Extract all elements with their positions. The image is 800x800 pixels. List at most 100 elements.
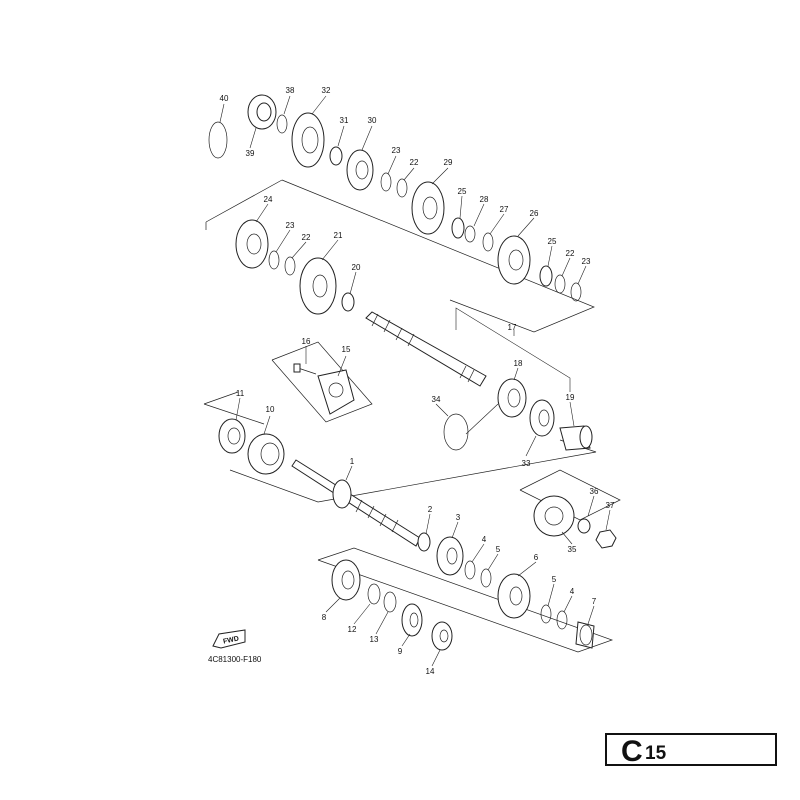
callout-2: 2 xyxy=(428,505,433,514)
callout-35: 35 xyxy=(568,545,577,554)
part-31-collar xyxy=(329,146,343,166)
part-22-circlip-mid xyxy=(284,256,296,276)
callout-34: 34 xyxy=(432,395,441,404)
part-8-gear xyxy=(331,559,361,601)
callout-4: 4 xyxy=(482,535,487,544)
page-letter: C xyxy=(621,735,643,768)
callout-5-right: 5 xyxy=(552,575,557,584)
part-13-circlip xyxy=(383,591,397,613)
part-11-bearing xyxy=(218,418,246,454)
callout-6: 6 xyxy=(534,553,539,562)
callout-5: 5 xyxy=(496,545,501,554)
part-36-washer xyxy=(577,518,591,534)
diagram-code: 4C81300-F180 xyxy=(208,655,262,664)
assembly-outline-lower xyxy=(317,547,614,653)
part-4-washer xyxy=(464,560,476,580)
part-23-washer xyxy=(570,282,582,302)
callout-19: 19 xyxy=(566,393,575,402)
fwd-label: FWD xyxy=(223,635,240,645)
part-5-circlip-right xyxy=(540,604,552,624)
callout-29: 29 xyxy=(444,158,453,167)
part-35-sprocket xyxy=(533,495,575,537)
callout-15: 15 xyxy=(342,345,351,354)
callout-18: 18 xyxy=(514,359,523,368)
callout-21: 21 xyxy=(334,231,343,240)
callout-20: 20 xyxy=(352,263,361,272)
callout-28: 28 xyxy=(480,195,489,204)
callout-23-upper: 23 xyxy=(392,146,401,155)
part-23-washer-mid xyxy=(268,250,280,270)
part-10-housing xyxy=(247,433,285,475)
page-badge: C 15 xyxy=(605,733,777,768)
part-16-bolt xyxy=(293,363,317,375)
callout-22: 22 xyxy=(566,249,575,258)
part-1-main-axle xyxy=(291,459,421,547)
callout-7: 7 xyxy=(592,597,597,606)
callout-30: 30 xyxy=(368,116,377,125)
callout-39: 39 xyxy=(246,149,255,158)
part-38-washer xyxy=(276,114,288,134)
part-22-circlip xyxy=(554,274,566,294)
part-40-circlip xyxy=(208,121,228,159)
callout-37: 37 xyxy=(606,501,615,510)
callout-36: 36 xyxy=(590,487,599,496)
callout-16: 16 xyxy=(302,337,311,346)
assembly-outline-upper xyxy=(205,179,595,333)
part-30-gear xyxy=(346,149,374,191)
part-39-bearing xyxy=(247,94,277,130)
part-24-gear xyxy=(235,219,269,269)
part-6-gear xyxy=(497,573,531,619)
fwd-arrow-icon: FWD xyxy=(212,629,246,649)
callout-26: 26 xyxy=(530,209,539,218)
part-20-collar xyxy=(341,292,355,312)
part-7-bearing xyxy=(575,621,595,649)
part-12-washer xyxy=(367,583,381,605)
callout-32: 32 xyxy=(322,86,331,95)
part-34-oring xyxy=(443,413,469,451)
callout-3: 3 xyxy=(456,513,461,522)
part-3-gear xyxy=(436,536,464,576)
part-9-gear xyxy=(401,603,423,637)
callout-22-upper: 22 xyxy=(410,158,419,167)
part-18-bearing xyxy=(497,378,527,418)
part-32-gear xyxy=(291,112,325,168)
part-19-collar xyxy=(559,425,593,451)
callout-33: 33 xyxy=(522,459,531,468)
callout-31: 31 xyxy=(340,116,349,125)
part-17-drive-axle xyxy=(365,311,487,387)
part-22-circlip-upper xyxy=(396,178,408,198)
part-25-bearing-upper xyxy=(451,217,465,239)
callout-8: 8 xyxy=(322,613,327,622)
part-33-seal xyxy=(529,399,555,437)
part-21-gear xyxy=(299,257,337,315)
callout-40: 40 xyxy=(220,94,229,103)
callout-24: 24 xyxy=(264,195,273,204)
part-4-washer-right xyxy=(556,610,568,630)
part-28-washer xyxy=(464,225,476,243)
part-27-circlip xyxy=(482,232,494,252)
leader-lines xyxy=(219,95,611,667)
part-2-collar xyxy=(417,532,431,552)
callout-23: 23 xyxy=(582,257,591,266)
callout-17: 17 xyxy=(508,323,517,332)
callout-25-upper: 25 xyxy=(458,187,467,196)
callout-13: 13 xyxy=(370,635,379,644)
callout-labels: 40 39 38 32 31 30 23 22 29 25 28 27 26 2… xyxy=(220,86,615,676)
page-number: 15 xyxy=(645,743,667,764)
assembly-outline-bracket xyxy=(271,341,373,423)
part-15-retainer xyxy=(317,369,355,415)
part-37-nut xyxy=(595,529,617,549)
callout-38: 38 xyxy=(286,86,295,95)
callout-25: 25 xyxy=(548,237,557,246)
part-29-gear xyxy=(411,181,445,235)
callout-11: 11 xyxy=(236,389,245,398)
callout-22-mid: 22 xyxy=(302,233,311,242)
callout-9: 9 xyxy=(398,647,403,656)
callout-1: 1 xyxy=(350,457,355,466)
part-14-bearing xyxy=(431,621,453,651)
part-26-gear xyxy=(497,235,531,285)
callout-27: 27 xyxy=(500,205,509,214)
part-5-circlip xyxy=(480,568,492,588)
callout-14: 14 xyxy=(426,667,435,676)
